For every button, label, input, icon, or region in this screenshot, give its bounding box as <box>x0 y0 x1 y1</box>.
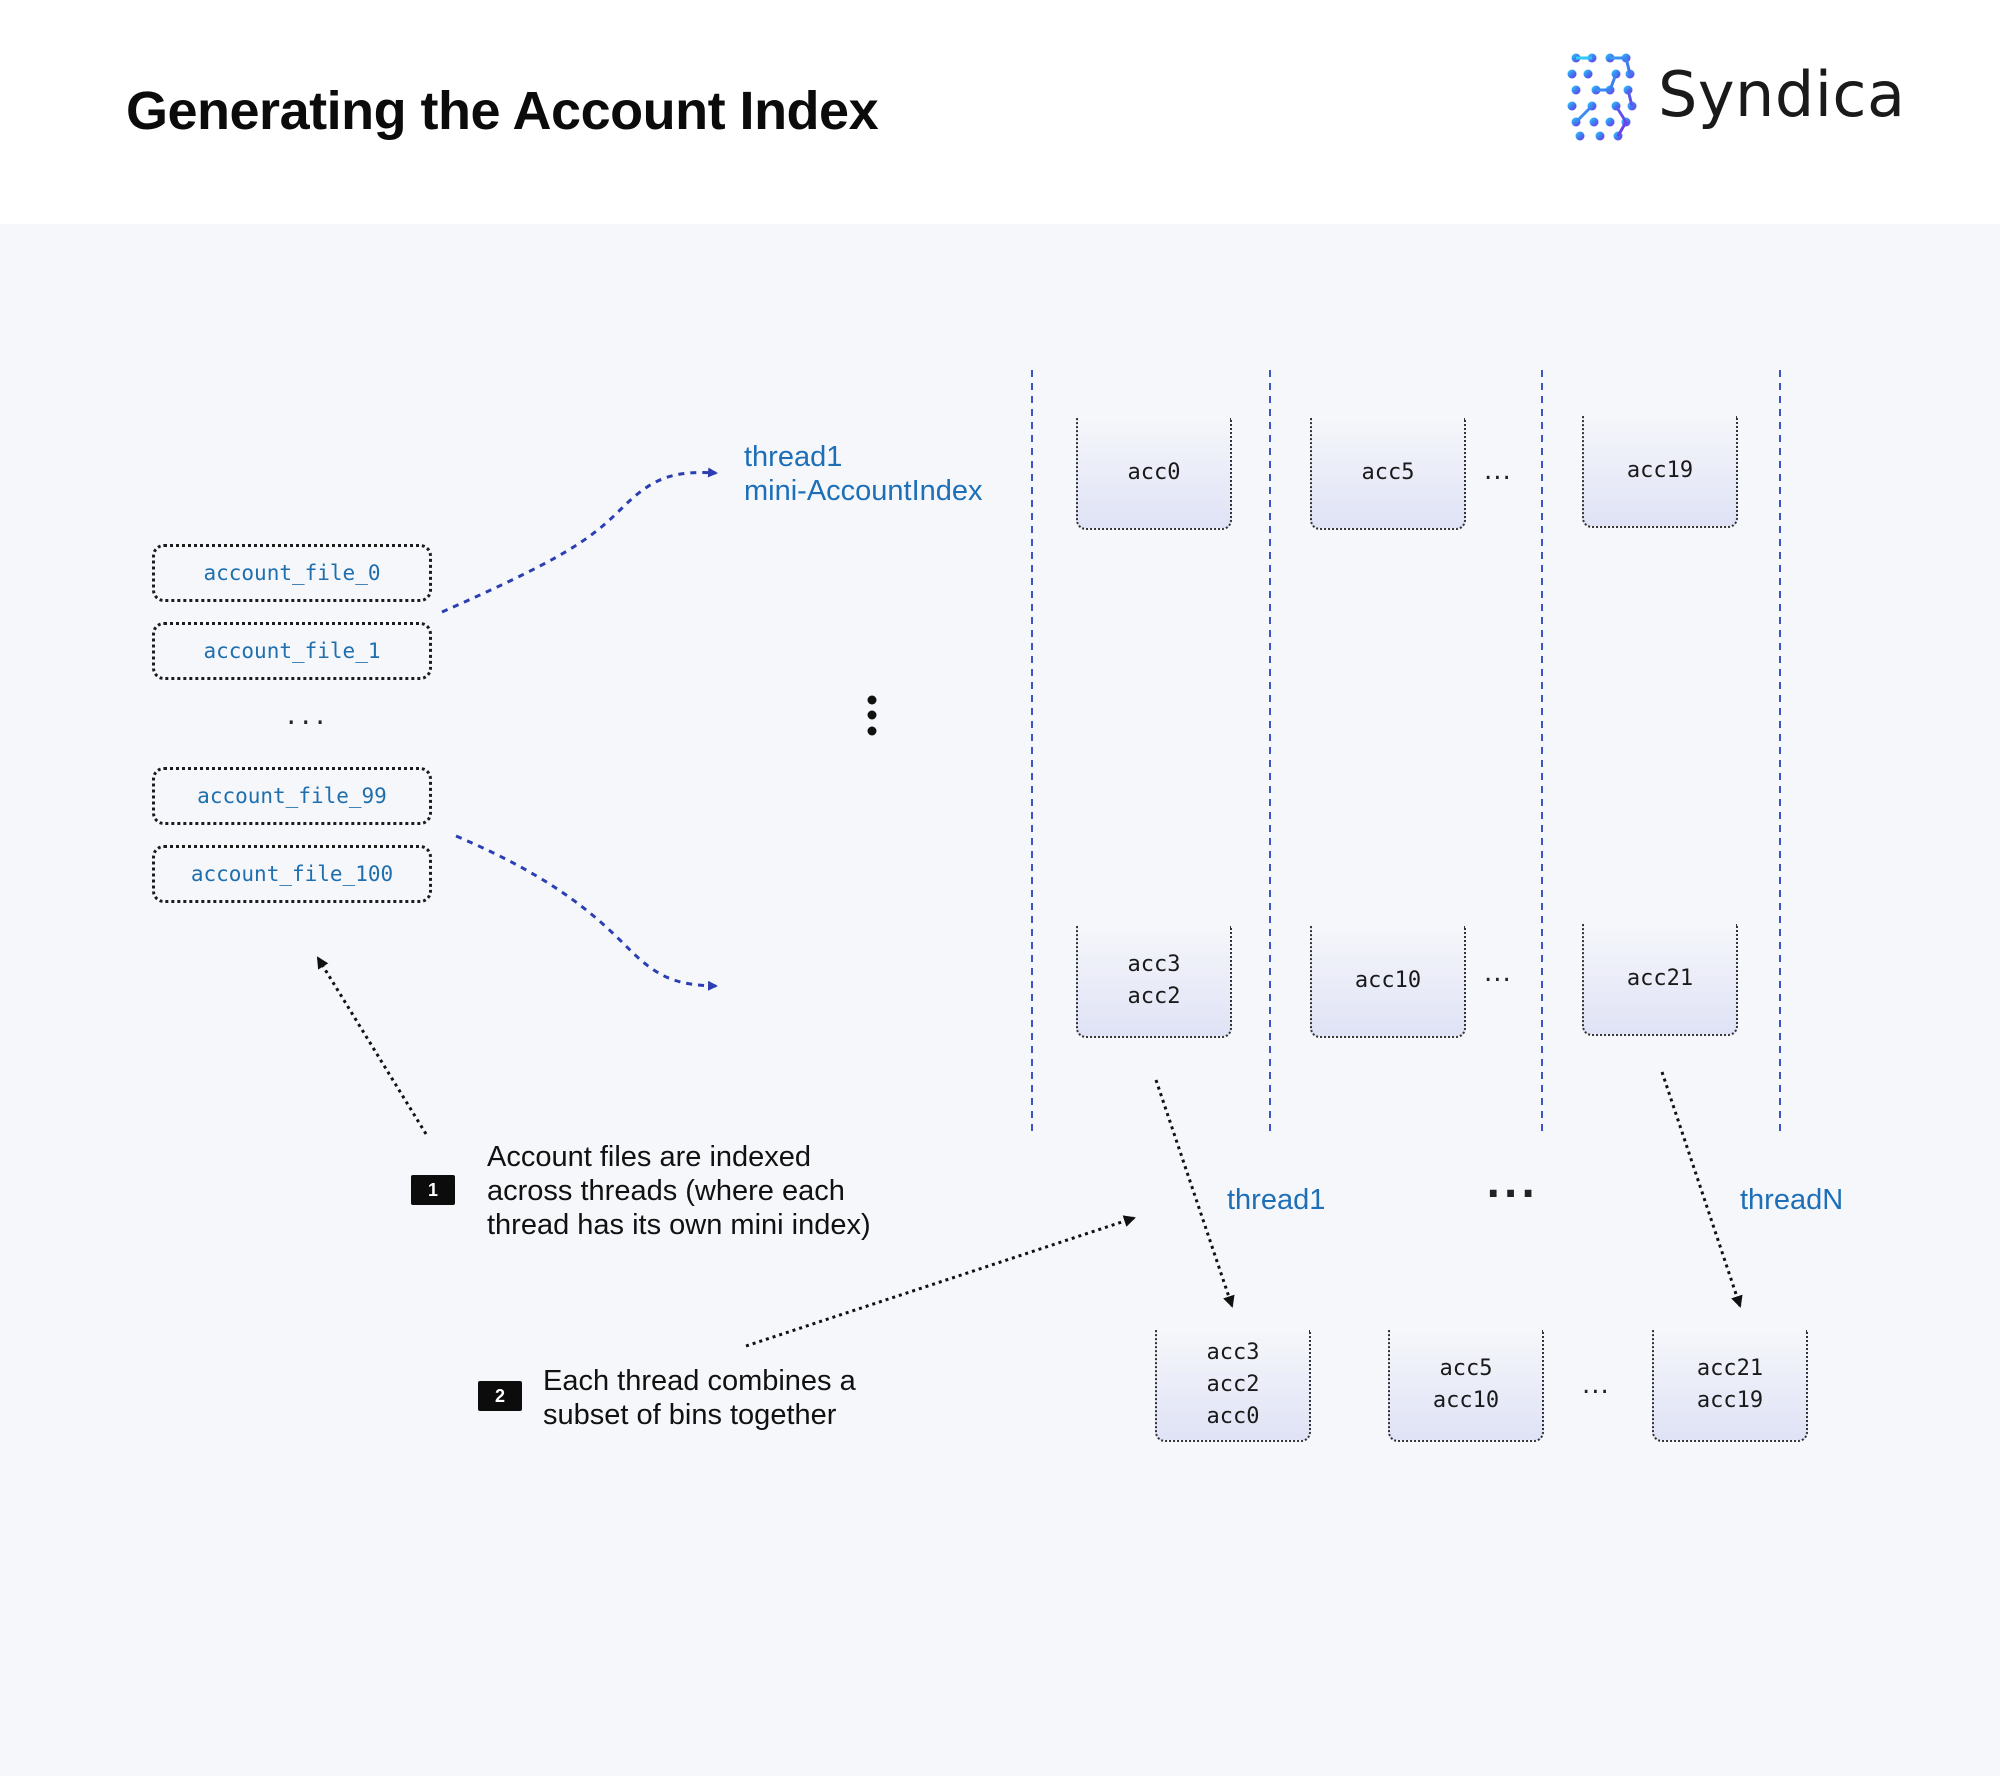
threadN-label: threadN <box>1740 1184 1844 1216</box>
bin-entry: acc19 <box>1696 1388 1764 1413</box>
bin-entry: acc5 <box>1361 460 1415 485</box>
account-file-99: account_file_99 <box>152 767 432 825</box>
bin-entry: acc0 <box>1206 1404 1260 1429</box>
step2-arrow <box>745 1215 1136 1348</box>
bin-entry: acc2 <box>1127 984 1181 1009</box>
brand-name: Syndica <box>1658 58 1906 131</box>
bin-entry: acc0 <box>1127 460 1181 485</box>
file-to-threadN-arrow <box>455 834 718 991</box>
vertical-ellipsis <box>867 695 877 736</box>
bin-entry: acc3 <box>1206 1340 1260 1365</box>
bin-top-acc5: acc5 <box>1310 418 1466 530</box>
logo-mark-icon <box>1567 53 1637 141</box>
column-dividers <box>1031 370 1781 1134</box>
account-file-100: account_file_100 <box>152 845 432 903</box>
bin-top-acc19: acc19 <box>1582 416 1738 528</box>
bin-bottom-acc21: acc21 <box>1582 924 1738 1036</box>
merged-bin-thread1: acc3 acc2 acc0 <box>1155 1330 1311 1442</box>
bin-bottom-acc3-acc2: acc3 acc2 <box>1076 926 1232 1038</box>
bin-entry: acc10 <box>1354 968 1422 993</box>
threadN-merge-arrow <box>1660 1071 1743 1308</box>
header: Generating the Account Index Syndica <box>0 0 2000 224</box>
account-file-0: account_file_0 <box>152 544 432 602</box>
bin-entry: acc19 <box>1626 458 1694 483</box>
bin-entry: acc21 <box>1696 1356 1764 1381</box>
bins-bottom-ellipsis: ... <box>1484 958 1512 988</box>
account-file-1: account_file_1 <box>152 622 432 680</box>
bin-entry: acc10 <box>1432 1388 1500 1413</box>
bin-entry: acc5 <box>1439 1356 1493 1381</box>
merged-bins-ellipsis: ... <box>1582 1370 1610 1400</box>
page-title: Generating the Account Index <box>126 81 879 141</box>
threads-ellipsis: ... <box>1486 1162 1539 1206</box>
step-1-badge: 1 <box>411 1175 455 1205</box>
thread1-index-label: thread1 mini-AccountIndex <box>744 440 983 508</box>
merged-bin-2: acc5 acc10 <box>1388 1330 1544 1442</box>
bin-top-acc0: acc0 <box>1076 418 1232 530</box>
bin-entry: acc3 <box>1127 952 1181 977</box>
thread1-index-label-line2: mini-AccountIndex <box>744 475 983 507</box>
step-2-text: Each thread combines a subset of bins to… <box>543 1365 856 1431</box>
account-files-ellipsis: ... <box>284 702 328 730</box>
bins-top-ellipsis: ... <box>1484 456 1512 486</box>
thread1-label: thread1 <box>1227 1184 1326 1216</box>
file-to-thread1-arrow <box>441 467 718 614</box>
step-2-badge: 2 <box>478 1381 522 1411</box>
bin-bottom-acc10: acc10 <box>1310 926 1466 1038</box>
bin-entry: acc21 <box>1626 966 1694 991</box>
step1-arrow <box>316 956 428 1135</box>
merged-bin-threadN: acc21 acc19 <box>1652 1330 1808 1442</box>
bin-entry: acc2 <box>1206 1372 1260 1397</box>
step-1-text: Account files are indexed across threads… <box>487 1141 871 1241</box>
thread1-index-label-line1: thread1 <box>744 441 843 473</box>
syndica-logo: Syndica <box>1566 52 1905 142</box>
thread1-merge-arrow <box>1154 1079 1235 1308</box>
